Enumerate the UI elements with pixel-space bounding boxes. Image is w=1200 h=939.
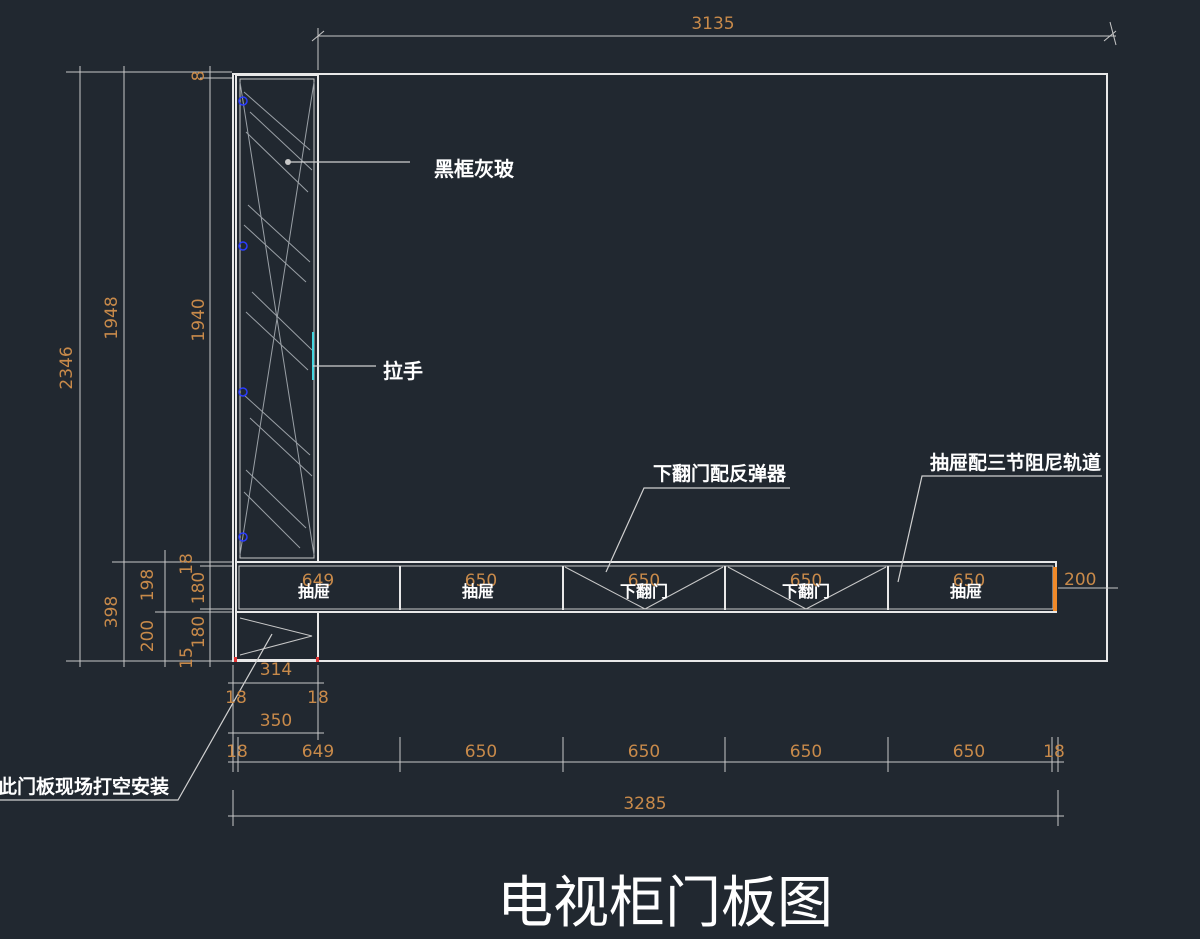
flap-door-opening-lines [564,566,887,610]
flap-note-leader [605,487,790,573]
glass-label: 黑框灰玻 [434,157,515,181]
dim-row-650d: 650 [953,742,985,762]
dim-w18b: 18 [307,688,329,708]
lower-left-door [235,611,319,661]
cell-3-dim: 650 [628,571,660,591]
total-width-dim [228,790,1064,826]
cell-4-label: 下翻门 [782,582,830,601]
cell-2-label: 抽屉 [462,582,494,601]
dim-row-650c: 650 [790,742,822,762]
dim-h8: 8 [189,71,209,82]
door-note: 此门板现场打空安装 [0,775,169,798]
left-dimension-lines [66,66,232,667]
cell-2-dim: 650 [465,571,497,591]
dim-h18: 18 [177,553,197,575]
dim-h180a: 180 [189,572,209,604]
dim-h180b: 180 [189,616,209,648]
drawing-title: 电视柜门板图 [497,871,833,936]
dim-w314: 314 [260,660,292,680]
dim-height-1948: 1948 [102,296,122,339]
glass-hatching [239,81,315,556]
door-width-dims [228,665,324,772]
flap-note: 下翻门配反弹器 [653,462,787,485]
dim-row-650a: 650 [465,742,497,762]
dim-w350: 350 [260,711,292,731]
lower-door-opening-line [239,617,313,656]
dim-bottom-total: 3285 [623,794,666,814]
drawer-dividers [399,566,889,610]
top-dimension-line [311,21,1117,70]
dim-row-18-left: 18 [226,742,248,762]
hinge-markers [238,96,248,542]
dim-h200: 200 [138,620,158,652]
dim-h198: 198 [138,569,158,601]
drawer-note-leader [897,475,1102,583]
handle-label: 拉手 [383,359,423,383]
dim-row-649: 649 [302,742,334,762]
dim-row-18-right: 18 [1043,742,1065,762]
drawer-note: 抽屉配三节阻尼轨道 [930,451,1101,474]
bottom-segment-dims [228,737,1064,772]
cell-3-label: 下翻门 [620,582,668,601]
dim-row-650b: 650 [628,742,660,762]
dim-h15: 15 [177,647,197,669]
cell-5-dim: 650 [953,571,985,591]
end-panel-mark [1053,567,1057,611]
dim-right-200: 200 [1064,570,1096,590]
dim-w18a: 18 [225,688,247,708]
cell-1-label: 抽屉 [298,582,330,601]
cabinet-outline [232,73,1108,662]
dim-top-width: 3135 [691,14,734,34]
dim-height-398: 398 [102,596,122,628]
cell-4-dim: 650 [790,571,822,591]
cell-5-label: 抽屉 [950,582,982,601]
cell-1-dim: 649 [302,571,334,591]
glass-door-inner [239,78,315,559]
corner-mark-right [316,657,319,662]
corner-mark-left [234,657,237,662]
door-note-leader [0,633,273,801]
dim-height-1940: 1940 [189,298,209,341]
glass-leader-dot [285,159,291,165]
dim-height-total: 2346 [57,346,77,389]
